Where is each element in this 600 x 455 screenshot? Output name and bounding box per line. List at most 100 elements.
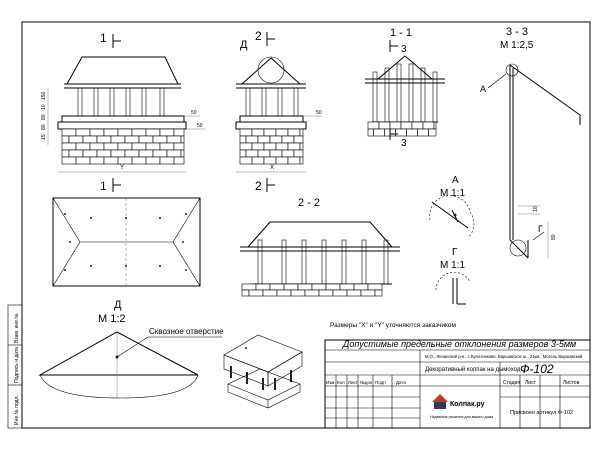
section-1-top-label: 1 [100, 31, 107, 45]
brick [433, 121, 437, 130]
brick [89, 142, 105, 151]
detail-a-title: А [452, 175, 459, 186]
brick [82, 135, 98, 144]
brick [287, 142, 301, 151]
view-3-3-scale: М 1:2,5 [500, 40, 534, 51]
brick [131, 128, 147, 137]
detail-d: Д М 1:2 Сквозное отверстие [38, 299, 224, 399]
brick [374, 289, 383, 297]
view-2-2-title: 2 - 2 [298, 197, 320, 209]
brick [245, 135, 259, 144]
brick [239, 128, 253, 137]
brick [263, 156, 277, 165]
detail-g-title: Г [452, 247, 458, 258]
col-header-date: Дата [396, 380, 406, 385]
kolpak-logo: Колпак.ру Надежные решения для вашего до… [430, 394, 493, 419]
brick [304, 289, 320, 297]
brick [378, 121, 391, 130]
detail-d-title: Д [114, 299, 122, 311]
title-block: М.О., Ленинский р-н., с.Булатниково, Вар… [324, 339, 591, 429]
brick [428, 128, 437, 137]
brick [173, 142, 185, 151]
tolerance-note: Допустимые предельные отклонения размеро… [342, 339, 576, 349]
brick [290, 289, 306, 297]
brick [263, 142, 277, 151]
brick [251, 128, 265, 137]
brick [152, 149, 168, 158]
brick [406, 128, 418, 137]
brick [422, 121, 435, 130]
brick [110, 149, 126, 158]
dim-80-a: 80 [41, 124, 47, 130]
detail-a-scale: М 1:1 [440, 188, 465, 199]
dim-50-front-a: 50 [191, 110, 197, 116]
section-3-bottom-label: 3 [401, 138, 407, 149]
brick [103, 156, 119, 165]
dim-15: 15 [41, 134, 47, 140]
brick [61, 149, 70, 158]
brick [173, 128, 185, 137]
brick [275, 156, 289, 165]
product-name: Декоративный колпак на дымоход [425, 366, 521, 373]
section-2-top-label: 2 [255, 29, 262, 43]
brick [400, 121, 413, 130]
brick [75, 142, 91, 151]
section-3-top-label: 3 [401, 44, 407, 55]
brick [61, 142, 77, 151]
brick [61, 135, 70, 144]
section-2-2: 2 - 2 [240, 197, 400, 297]
logo-tagline: Надежные решения для вашего дома [430, 415, 493, 419]
brick [75, 156, 91, 165]
detail-d-scale: М 1:2 [98, 313, 126, 325]
view-1-1-title: 1 - 1 [390, 27, 412, 39]
brick [251, 142, 265, 151]
section-1-bottom-label: 1 [100, 179, 107, 193]
brick [367, 283, 383, 291]
xy-note: Размеры "X" и "Y" уточняются заказчиком [330, 322, 457, 329]
side-elevation: 2 Д 50 X 2 [235, 29, 322, 193]
side-strip-label-3: Взам. инв.№ [14, 313, 20, 343]
dim-80-b: 80 [41, 114, 47, 120]
brick [299, 128, 304, 137]
brick [159, 142, 175, 151]
brick [287, 128, 301, 137]
brick [389, 121, 402, 130]
brick [275, 128, 289, 137]
brick [96, 149, 112, 158]
brick [110, 135, 126, 144]
dim-10: 10 [41, 104, 47, 110]
side-strip: Инв.№ подл. Подпись и дата Взам. инв.№ [7, 304, 23, 429]
dim-y: Y [120, 165, 124, 171]
article-text: Присвоен артикул Ф-102 [510, 410, 573, 416]
col-header-sign: Подп [375, 380, 386, 385]
brick [293, 135, 304, 144]
brick [255, 283, 271, 291]
brick [138, 135, 154, 144]
brick [245, 149, 259, 158]
isometric-view [223, 334, 303, 409]
brick [138, 149, 154, 158]
brick [68, 135, 84, 144]
brick [283, 283, 299, 291]
brick [117, 128, 133, 137]
brick [311, 283, 327, 291]
brick [131, 156, 147, 165]
brick [89, 128, 105, 137]
brick [417, 128, 429, 137]
detail-a-marker: А [480, 84, 486, 94]
dim-150: 150 [41, 91, 47, 100]
brick [75, 128, 91, 137]
detail-g-scale: М 1:1 [440, 260, 465, 271]
brick [159, 156, 175, 165]
through-hole-label: Сквозное отверстие [149, 327, 224, 336]
brick [411, 121, 424, 130]
brick [166, 135, 182, 144]
brick [275, 142, 289, 151]
detail-d-callout: Д [240, 39, 248, 51]
dim-50-side: 50 [316, 110, 322, 116]
drawing-code: Ф-102 [520, 362, 554, 376]
brick [373, 128, 385, 137]
brick [159, 128, 175, 137]
brick [318, 289, 334, 297]
